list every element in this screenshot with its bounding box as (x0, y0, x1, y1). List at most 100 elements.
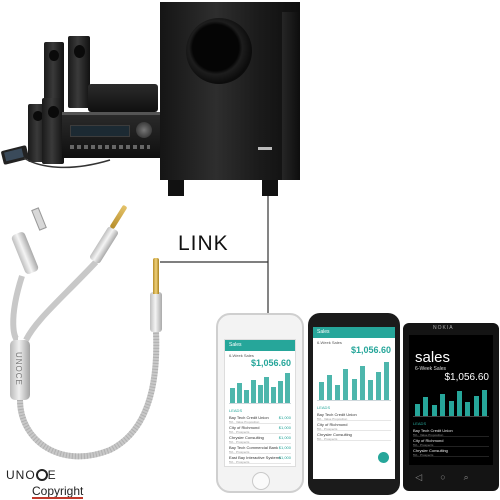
lead-name: East Bay Interactive Systems (229, 455, 282, 460)
subwoofer-foot (262, 180, 278, 196)
aux-jack-pin (153, 258, 159, 294)
lead-amount: $1,000 (278, 445, 291, 450)
lead-name: Bay Tech Credit Union (413, 428, 453, 433)
cable-wire (10, 275, 25, 343)
sales-amount: $1,056.60 (350, 345, 391, 355)
lead-name: Chrysler Consulting (413, 448, 448, 453)
lead-name: City of Richmond (317, 422, 348, 427)
logo-text-left: UNO (6, 468, 36, 482)
leads-heading: LEADS (413, 421, 427, 426)
splitter-brand-text: UNOCE (14, 352, 23, 386)
receiver-display (70, 125, 130, 137)
chart-subtitle: 6-Week Sales (415, 366, 447, 372)
sales-bar (431, 405, 437, 416)
lead-stage: 5% · Prospects (413, 453, 434, 457)
sales-bar (278, 381, 284, 403)
sales-bar-chart (229, 370, 291, 404)
aux-jack-connector (150, 292, 162, 332)
sales-bar (465, 402, 471, 416)
sales-bar (271, 387, 277, 403)
volume-knob (136, 122, 152, 138)
lead-stage: 5% · Prospects (317, 427, 338, 431)
sales-bar (335, 384, 341, 400)
subwoofer-badge (258, 147, 272, 150)
nokia-brand: NOKIA (433, 325, 454, 331)
sales-bar (448, 400, 454, 416)
sales-bar (482, 389, 488, 416)
cable-wire-texture (17, 331, 160, 460)
leads-heading: LEADS (317, 405, 331, 410)
lead-stage: 5% · Prospects (413, 443, 434, 447)
copyright-text: Copyright (32, 484, 84, 499)
satellite-speaker (44, 42, 64, 106)
sales-bar (229, 388, 235, 403)
lead-stage: 5% · Prospects (229, 460, 250, 464)
app-bar: Sales (225, 340, 295, 351)
leads-list: Bay Tech Credit Union $1,000 5% · Value Pr… (225, 413, 295, 466)
phone-cord (23, 157, 111, 169)
lead-stage: 5% · Prospects (229, 440, 250, 444)
add-button (378, 452, 389, 463)
sales-amount: $1,056.60 (444, 372, 490, 383)
sales-bar (351, 378, 357, 400)
lead-name: Bay Tech Commercial Bank (229, 445, 279, 450)
sales-bar (264, 376, 270, 403)
sales-bar (376, 372, 382, 400)
lead-name: Global Manufacturing (229, 465, 267, 466)
sales-bar (243, 390, 249, 403)
sales-bar (359, 366, 365, 400)
app-bar: Sales (313, 327, 395, 338)
lead-stage: 5% · Value Proposition (317, 417, 348, 421)
av-receiver (62, 112, 160, 158)
iphone-device: Sales 6-Week Sales $1,056.60 LEADS Bay T… (216, 313, 304, 493)
sales-amount: $1,056.60 (250, 358, 291, 368)
sales-bar (326, 375, 332, 400)
subwoofer-side (282, 12, 300, 180)
subwoofer-foot (168, 180, 184, 196)
sales-bar (423, 397, 429, 416)
satellite-speaker (42, 98, 64, 164)
android-screen: Sales 6-Week Sales $1,056.60 LEADS Bay T… (313, 327, 395, 479)
sales-bar (384, 362, 390, 400)
lead-name: City of Richmond (413, 438, 444, 443)
lead-name: Bay Tech Credit Union (229, 415, 269, 420)
sales-bar (414, 403, 420, 416)
nokia-hardware-keys: ◁○⌕ (415, 472, 487, 482)
sales-bar (367, 380, 373, 400)
sales-bar (250, 379, 256, 403)
lead-amount: $1,000 (278, 435, 291, 440)
chart-subtitle: 6-Week Sales (229, 353, 254, 358)
lead-stage: 5% · Value Proposition (229, 420, 260, 424)
center-speaker (88, 84, 158, 112)
chart-subtitle: 6-Week Sales (317, 340, 342, 345)
lead-name: Bay Tech Credit Union (317, 412, 357, 417)
sales-bar (456, 391, 462, 416)
lead-amount: $1,000 (278, 425, 291, 430)
sales-bar (285, 373, 291, 403)
link-label: LINK (178, 232, 229, 255)
lead-row: City of Richmond $1,000 5% · Prospects (229, 424, 291, 434)
sales-bar (236, 382, 242, 403)
lead-amount: $1,000 (278, 415, 291, 420)
lead-name: City of Richmond (229, 425, 260, 430)
iphone-screen: Sales 6-Week Sales $1,056.60 LEADS Bay T… (224, 339, 296, 467)
sales-bar (318, 381, 324, 400)
sales-bar (257, 384, 263, 403)
sales-bar (440, 394, 446, 416)
lead-row: Bay Tech Credit Union $1,000 5% · Value Pr… (229, 414, 291, 424)
lead-row: Global Manufacturing5% · Prospects (229, 464, 291, 466)
cable-splitter (10, 340, 30, 400)
satellite-speaker (68, 36, 90, 108)
app-title: sales (415, 349, 451, 366)
lead-stage: 5% · Prospects (229, 430, 250, 434)
